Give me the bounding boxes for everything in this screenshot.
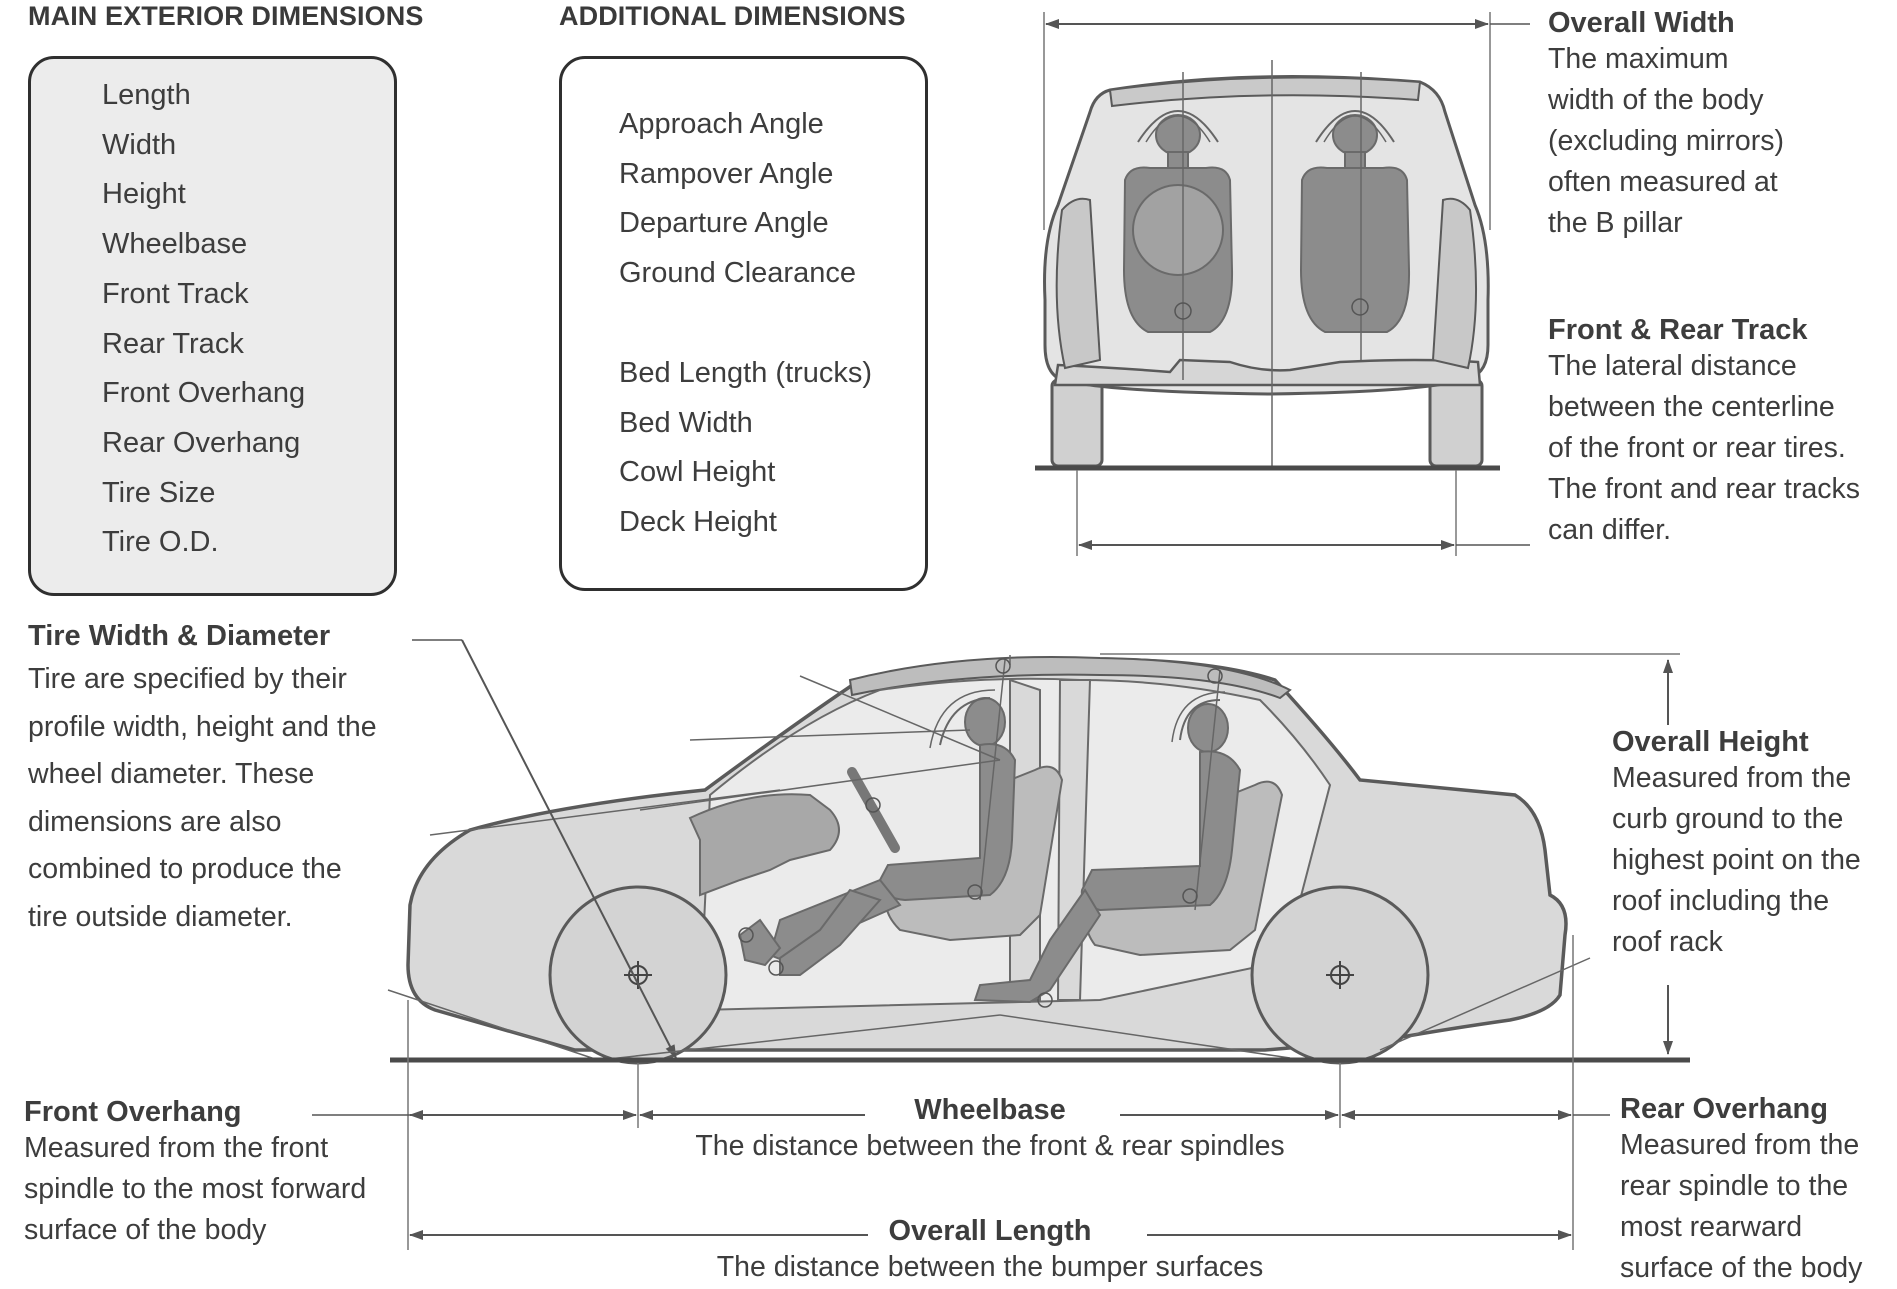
overall-length-description: The distance between the bumper surfaces (716, 1251, 1264, 1283)
overall-width-callout: Overall Width The maximum width of the b… (1548, 7, 1784, 244)
wheelbase-callout: Wheelbase The distance between the front… (580, 1094, 1400, 1167)
list-item: Front Track (102, 277, 249, 310)
rear-overhang-heading: Rear Overhang (1620, 1093, 1828, 1125)
rear-right-tire (1428, 378, 1484, 468)
main-exterior-list: Length Width Height Wheelbase Front Trac… (102, 71, 305, 568)
front-overhang-callout: Front Overhang Measured from the front s… (24, 1096, 366, 1251)
side-view-drawing (312, 639, 1690, 1250)
side-view-steering-wheel (847, 767, 900, 853)
tire-diameter-arrow (461, 639, 677, 1059)
tire-description: Tire are specified by their profile widt… (28, 663, 377, 933)
overall-width-heading: Overall Width (1548, 7, 1735, 39)
rear-view-drawing (1035, 12, 1530, 556)
overall-width-description: The maximum width of the body (excluding… (1548, 43, 1784, 239)
side-view-rear-passenger (973, 703, 1242, 1004)
list-item: Bed Length (trucks) (619, 357, 873, 389)
wheelbase-heading: Wheelbase (914, 1094, 1066, 1126)
front-overhang-heading: Front Overhang (24, 1096, 242, 1128)
wheelbase-description: The distance between the front & rear sp… (695, 1130, 1285, 1162)
list-item: Rear Track (102, 327, 244, 360)
list-item: Rear Overhang (102, 426, 301, 459)
rear-view-roof (1108, 76, 1422, 108)
rear-overhang-callout: Rear Overhang Measured from the rear spi… (1620, 1093, 1862, 1289)
list-item: Height (102, 178, 186, 211)
side-view-rear-wheel (1250, 885, 1430, 1065)
front-overhang-description: Measured from the front spindle to the m… (24, 1132, 367, 1246)
rear-overhang-description: Measured from the rear spindle to the mo… (1620, 1129, 1863, 1284)
additional-dimensions-list-box: Approach Angle Rampover Angle Departure … (559, 56, 928, 591)
rear-left-tire (1050, 378, 1104, 468)
list-item: Tire O.D. (102, 526, 219, 559)
overall-height-description: Measured from the curb ground to the hig… (1612, 762, 1861, 958)
list-item: Wheelbase (102, 228, 248, 261)
side-view-front-wheel (548, 885, 728, 1065)
list-item: Departure Angle (619, 207, 829, 240)
rear-view-left-door (1055, 197, 1102, 370)
list-item: Width (102, 128, 177, 161)
list-item: Rampover Angle (619, 157, 834, 190)
rear-view-body (1043, 75, 1490, 396)
track-heading: Front & Rear Track (1548, 314, 1808, 346)
list-item: Ground Clearance (619, 257, 856, 290)
main-exterior-title: MAIN EXTERIOR DIMENSIONS (28, 1, 424, 31)
additional-dimensions-list-1: Approach Angle Rampover Angle Departure … (619, 100, 856, 299)
list-item: Approach Angle (619, 108, 824, 140)
overall-length-heading: Overall Length (888, 1215, 1092, 1247)
list-item: Front Overhang (102, 377, 306, 410)
side-view-driver (738, 697, 1017, 976)
overall-length-callout: Overall Length The distance between the … (580, 1215, 1400, 1288)
overall-height-heading: Overall Height (1612, 726, 1809, 758)
side-view-dashboard (688, 793, 840, 897)
main-exterior-list-box: Length Width Height Wheelbase Front Trac… (28, 56, 397, 596)
rear-view-occupant-right (1299, 114, 1411, 333)
tire-callout: Tire Width & Diameter Tire are specified… (28, 620, 377, 941)
overall-height-callout: Overall Height Measured from the curb gr… (1612, 726, 1861, 963)
tire-heading: Tire Width & Diameter (28, 620, 331, 652)
list-item: Length (102, 79, 191, 111)
list-item: Cowl Height (619, 456, 776, 489)
list-item: Bed Width (619, 406, 753, 439)
list-item: Tire Size (102, 476, 216, 509)
track-description: The lateral distance between the centerl… (1548, 350, 1861, 546)
rear-view-right-door (1431, 197, 1478, 370)
track-callout: Front & Rear Track The lateral distance … (1548, 314, 1860, 551)
list-item: Deck Height (619, 506, 777, 539)
additional-dimensions-title: ADDITIONAL DIMENSIONS (559, 1, 906, 31)
additional-dimensions-list-2: Bed Length (trucks) Bed Width Cowl Heigh… (619, 349, 872, 548)
